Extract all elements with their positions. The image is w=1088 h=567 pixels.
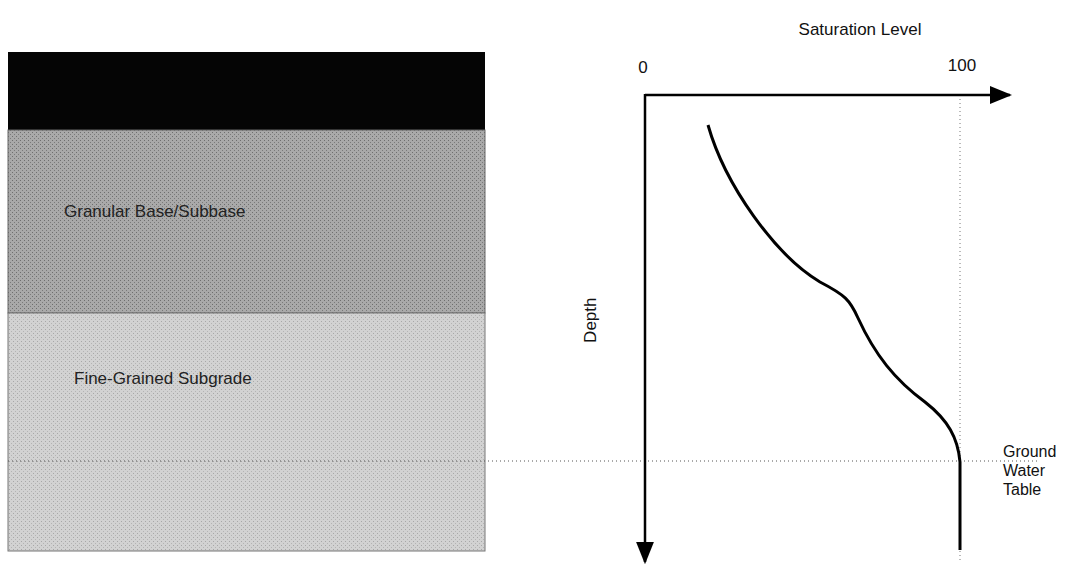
x-axis (645, 94, 1010, 97)
asphalt-layer (8, 52, 485, 130)
water-table-line (8, 461, 1040, 462)
layer-band: Granular Base/Subbase (8, 130, 485, 313)
layer-name: Fine-Grained Subgrade (74, 369, 252, 389)
axis-tick: 100 (948, 56, 976, 76)
water-table-label: Ground Water Table (1003, 442, 1065, 500)
base-layer (8, 130, 485, 313)
axis-title: Saturation Level (799, 20, 922, 40)
axis-tick: 0 (638, 58, 647, 78)
saturation-curve (708, 125, 960, 550)
axis-title: Depth (582, 297, 602, 342)
layer-name: Granular Base/Subbase (64, 202, 245, 222)
y-axis (644, 94, 647, 562)
subgrade-layer (8, 313, 485, 551)
layer-band: Fine-Grained Subgrade (8, 313, 485, 551)
